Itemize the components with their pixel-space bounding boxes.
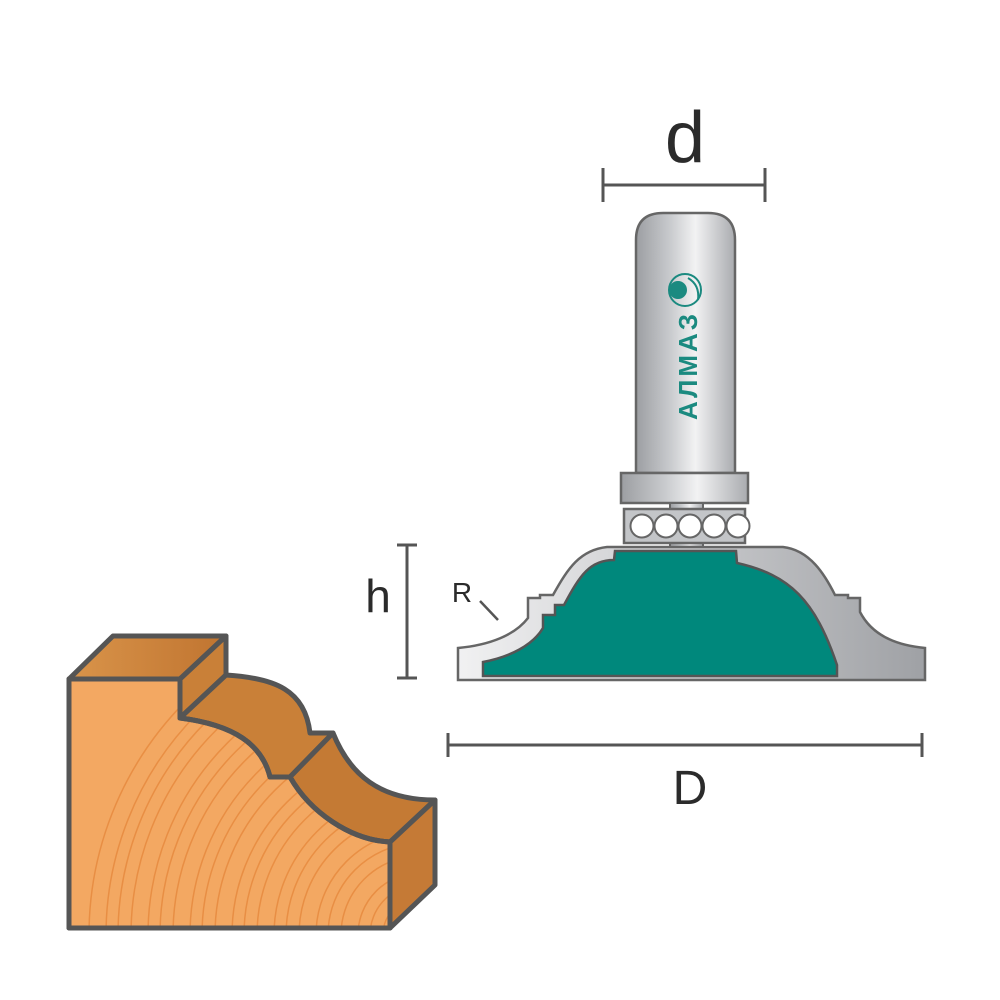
height-dimension (397, 543, 417, 680)
bearing (622, 507, 751, 545)
shank (634, 211, 737, 475)
brand-logo-icon (668, 273, 702, 307)
grain-ring (285, 800, 390, 928)
brand-name: АЛМАЗ (673, 311, 703, 420)
grain-ring (357, 872, 390, 928)
wood-front-outline (66, 676, 393, 931)
radius-label: R (452, 577, 472, 608)
grain-ring (130, 679, 390, 928)
grain-ring (147, 679, 390, 928)
grain-ring (315, 830, 390, 928)
grain-ring (340, 855, 390, 928)
cutting-diameter-label: D (673, 762, 708, 815)
collar (619, 471, 750, 505)
grain-ring (298, 813, 390, 928)
shank-diameter-dimension (601, 168, 767, 202)
wood-profile-sample (66, 633, 438, 931)
shank-diameter-label: d (665, 98, 705, 178)
height-label: h (365, 570, 391, 622)
grain-ring (327, 842, 390, 928)
radius-leader-line (479, 600, 499, 621)
cutting-diameter-dimension (446, 733, 924, 757)
carbide-insert (481, 549, 839, 678)
